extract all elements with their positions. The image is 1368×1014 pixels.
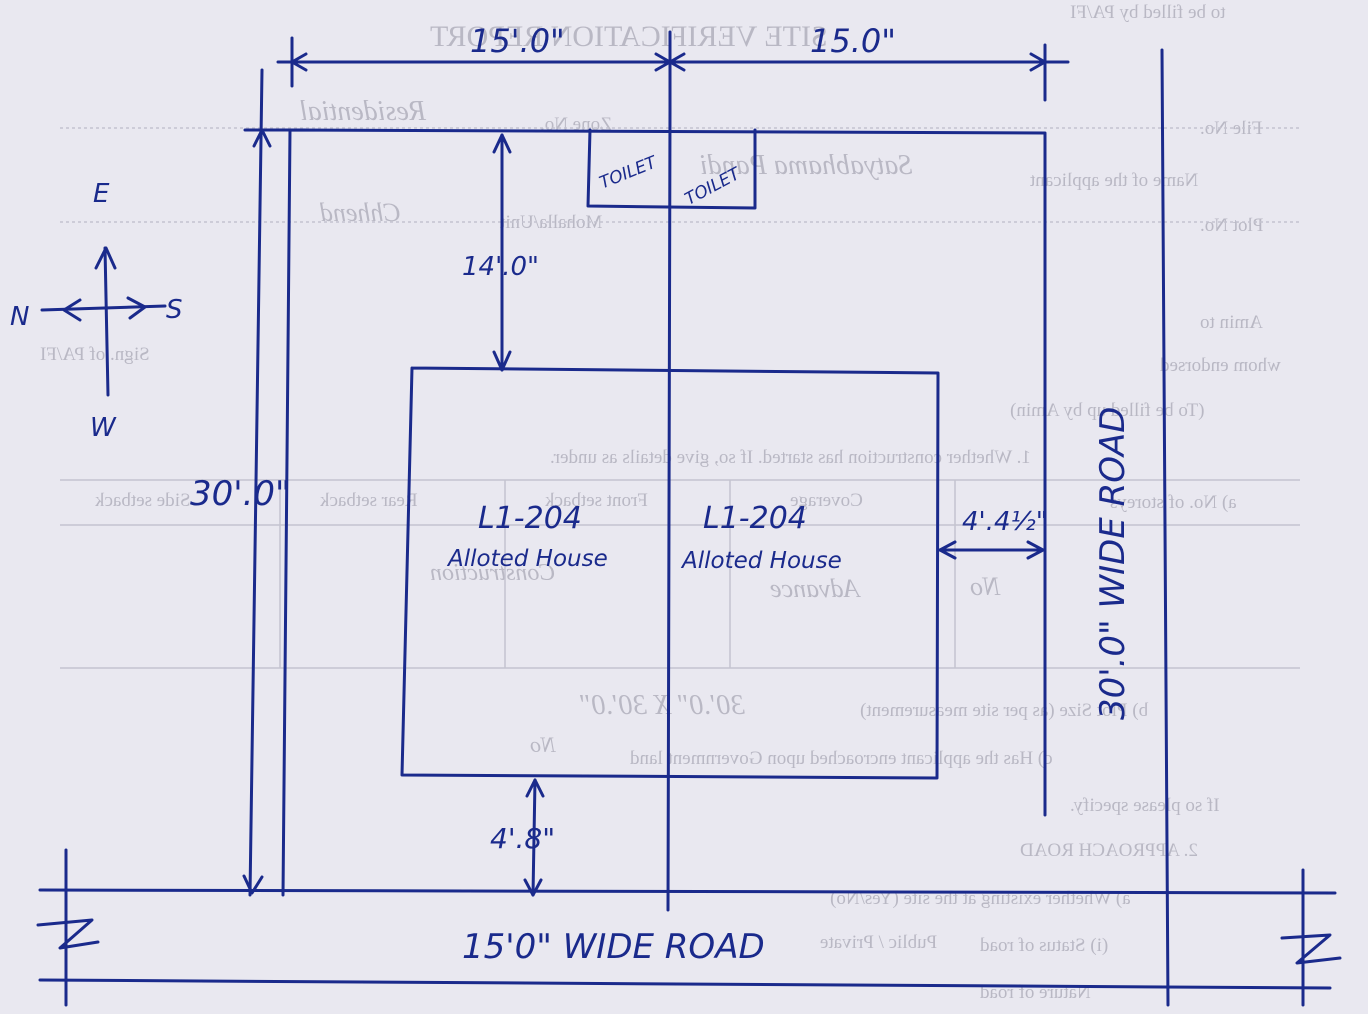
unit-left-number: L1-204 [478, 501, 582, 536]
break-symbol-left [36, 918, 100, 950]
setback-bottom-label: 4'.8" [490, 822, 555, 855]
setback-top-label: 14'.0" [462, 252, 539, 282]
bottom-road-edge [38, 888, 1337, 895]
compass-west-label: W [90, 413, 117, 443]
unit-left-description: Alloted House [446, 546, 608, 572]
top-dim-left-label: 15'.0" [470, 22, 565, 60]
toilet-right-label: TOILET [682, 163, 745, 209]
bottom-road-edge-far [38, 978, 1332, 990]
bottom-road-label: 15'0" WIDE ROAD [462, 927, 765, 967]
top-dim-right-label: 15.0" [810, 22, 896, 60]
unit-right-description: Alloted House [680, 548, 842, 574]
left-dim-label: 30'.0" [190, 474, 291, 514]
plot-boundary [281, 128, 1047, 897]
compass-east-label: E [93, 179, 110, 209]
toilet-left-label: TOILET [597, 152, 661, 193]
compass-south-label: S [166, 295, 183, 325]
house-outline [400, 366, 940, 780]
right-road-edge [1160, 48, 1170, 1007]
toilet-block [586, 128, 757, 210]
setback-side-label: 4'.4½" [962, 507, 1048, 537]
compass-north-label: N [10, 302, 29, 332]
compass-rose [40, 246, 167, 397]
unit-right-number: L1-204 [703, 501, 807, 536]
left-dimension-line [248, 68, 264, 897]
setback-bottom-arrow [531, 778, 537, 897]
partition-line [666, 108, 672, 912]
break-symbol-right [1280, 933, 1342, 965]
right-road-label: 30'.0" WIDE ROAD [1093, 407, 1133, 720]
